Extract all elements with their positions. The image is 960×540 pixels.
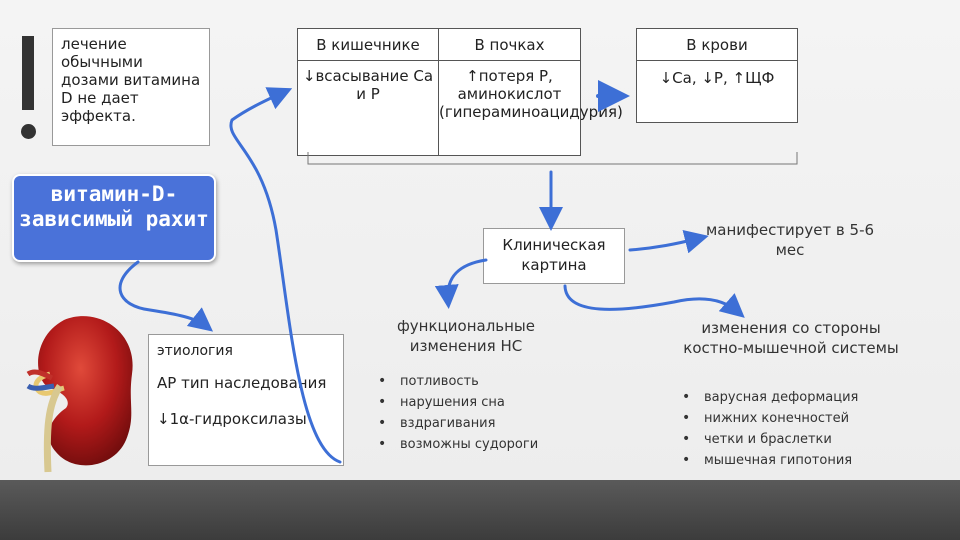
list-item: потливость [376, 371, 586, 392]
header-blood: В крови [637, 29, 797, 61]
list-item-continuation: нижних конечностей [680, 408, 900, 429]
etiology-enzyme: ↓1α-гидроксилазы [157, 410, 307, 428]
blood-table: В крови ↓Са, ↓Р, ↑ЩФ [636, 28, 798, 123]
list-item: вздрагивания [376, 413, 586, 434]
gut-kidney-table: В кишечнике В почках ↓всасывание Са и Р … [297, 28, 623, 156]
kidney-icon [26, 316, 133, 473]
cell-kidney: ↑потеря Р, аминокислот (гипераминоацидур… [439, 67, 623, 121]
exclamation-icon [18, 36, 40, 144]
disease-title: витамин-D-зависимый рахит [19, 182, 209, 231]
disease-title-box: витамин-D-зависимый рахит [12, 174, 216, 262]
exclamation-dot [21, 124, 36, 139]
list-item-continuation-text: нижних конечностей [704, 411, 850, 426]
warning-note: лечение обычными дозами витамина D не да… [52, 28, 210, 146]
floor-strip [0, 480, 960, 540]
cell-blood: ↓Са, ↓Р, ↑ЩФ [659, 69, 775, 87]
header-gut: В кишечнике [298, 29, 439, 61]
list-item: четки и браслетки [680, 429, 900, 450]
functional-list: потливость нарушения сна вздрагивания во… [376, 371, 586, 455]
list-item: мышечная гипотония [680, 450, 900, 471]
etiology-inheritance: АР тип наследования [157, 374, 327, 392]
clinic-title: Клиническая картина [502, 236, 606, 274]
functional-title: функциональные изменения НС [396, 317, 535, 355]
warning-text: лечение обычными дозами витамина D не да… [61, 35, 201, 125]
skeletal-list: варусная деформация нижних конечностей ч… [680, 387, 900, 471]
manifest-text: манифестирует в 5-6 мес [705, 221, 875, 259]
clinic-box: Клиническая картина [483, 228, 625, 284]
list-item: варусная деформация [680, 387, 900, 408]
header-kidney: В почках [439, 29, 580, 61]
etiology-title: этиология [157, 343, 233, 359]
list-item: возможны судороги [376, 434, 586, 455]
skeletal-title: изменения со стороны костно-мышечной сис… [683, 319, 899, 357]
etiology-box: этиология АР тип наследования ↓1α-гидрок… [148, 334, 344, 466]
exclamation-bar [22, 36, 34, 110]
cell-gut: ↓всасывание Са и Р [298, 61, 439, 155]
list-item: нарушения сна [376, 392, 586, 413]
